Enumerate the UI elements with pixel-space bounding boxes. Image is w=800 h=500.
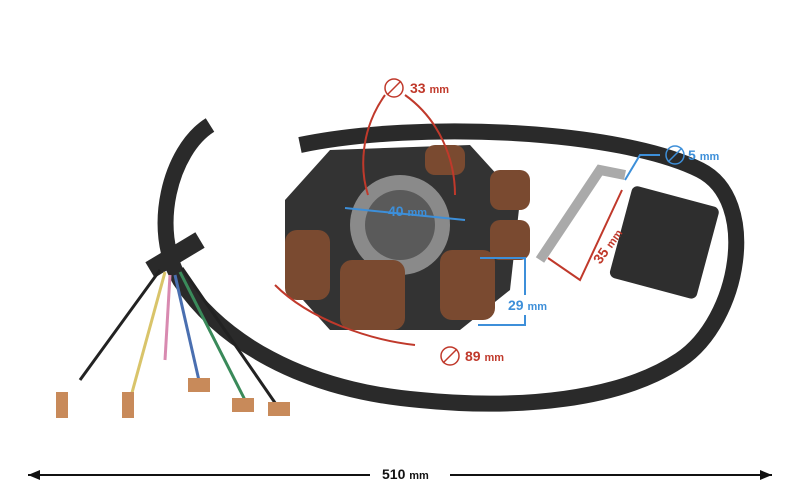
length-arrow — [28, 470, 772, 480]
hole-spacing-label: 40 mm — [388, 203, 427, 219]
mounting-bracket — [535, 164, 626, 263]
value: 510 — [382, 466, 406, 482]
outer-diameter-label: 89 mm — [465, 348, 504, 364]
cable-sleeve — [145, 232, 205, 278]
diameter-icon — [384, 78, 404, 98]
red-dimension-lines — [274, 94, 623, 346]
cable-length-label: 510 mm — [382, 466, 429, 482]
unit: mm — [527, 301, 548, 313]
pickup-sensor — [609, 186, 719, 299]
value: 29 — [508, 297, 524, 313]
coils — [285, 145, 530, 330]
height-label: 29 mm — [508, 297, 547, 313]
connectors — [56, 378, 290, 418]
unit: mm — [699, 151, 720, 163]
diameter-icon — [440, 346, 460, 366]
hole-diameter-label: 5 mm — [688, 147, 719, 163]
unit: mm — [409, 470, 429, 482]
value: 89 — [465, 348, 481, 364]
blue-dimension-lines — [344, 154, 660, 326]
value: 33 — [410, 80, 426, 96]
value: 40 — [388, 203, 404, 219]
wires — [78, 267, 282, 411]
inner-diameter-label: 33 mm — [410, 80, 449, 96]
cable-harness — [157, 118, 745, 412]
value: 5 — [688, 147, 696, 163]
diameter-icon — [665, 145, 685, 165]
unit: mm — [484, 352, 505, 364]
unit: mm — [429, 84, 450, 96]
unit: mm — [407, 207, 428, 219]
